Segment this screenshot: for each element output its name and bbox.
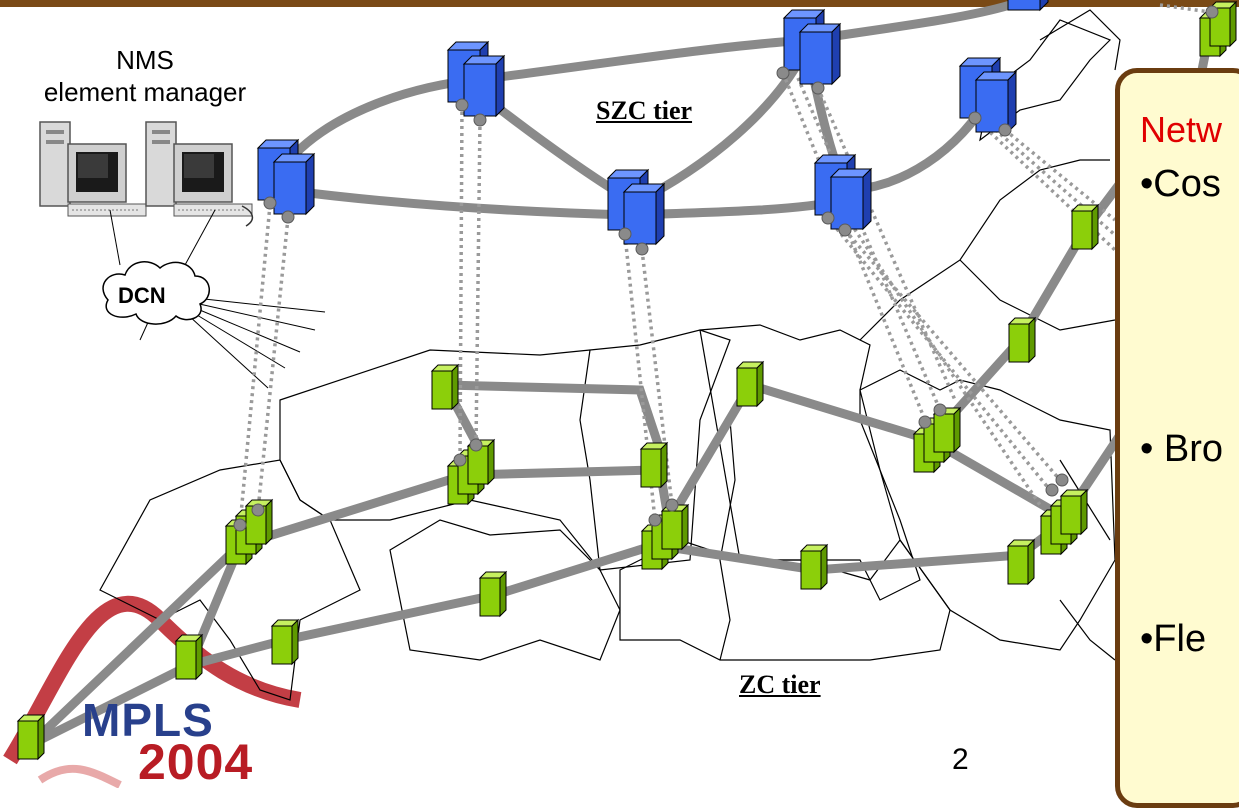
zc-node [1007,539,1035,585]
zc-node [271,619,299,665]
nms-label-line1: NMS [116,45,174,75]
callout-box: Netw •Cos • Bro •Fle [1115,68,1239,808]
logo-year: 2004 [138,734,254,790]
dcn-cloud [102,261,210,325]
page-number: 2 [952,743,969,776]
nms-workstations [39,121,254,266]
callout-item: •Fle [1140,618,1207,660]
zc-node [431,364,459,410]
zc-tier-label: ZC tier [739,670,821,699]
szc-node [1007,0,1049,11]
zc-node [640,442,668,488]
zc-node [800,544,828,590]
szc-tier-label: SZC tier [596,96,693,125]
callout-item: • Bro [1140,428,1223,470]
zc-node [447,439,495,505]
port-dots [233,5,1219,532]
network-diagram [3,0,1237,788]
zc-node [736,361,764,407]
zc-node [1071,204,1099,250]
zc-node [1040,489,1088,555]
dcn-label: DCN [118,283,166,308]
zc-node [17,714,45,760]
szc-node [607,169,665,245]
callout-title: Netw [1140,109,1223,150]
nms-label-line2: element manager [43,77,247,107]
logo-swoosh [3,595,302,788]
zc-node [175,634,203,680]
zc-node [225,499,273,565]
callout-item: •Cos [1140,163,1221,205]
nms-label: NMS element manager [0,44,290,108]
logo-text: MPLS [82,694,214,746]
zc-node [641,504,689,570]
zc-node [479,571,507,617]
zc-node [1008,317,1036,363]
slide-top-bar [0,0,1239,7]
